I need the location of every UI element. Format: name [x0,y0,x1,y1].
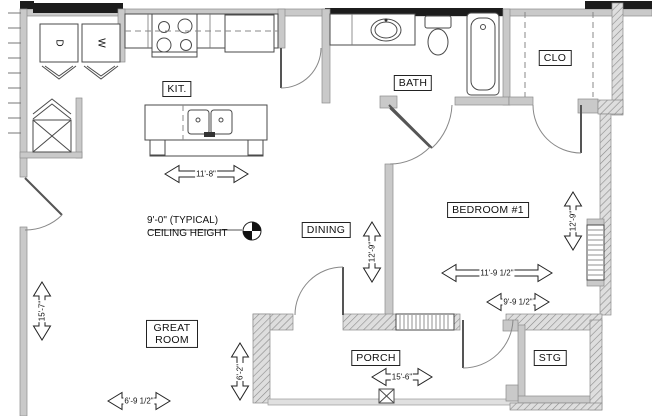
porch-label: PORCH [351,350,401,366]
closet-label: CLO [538,50,572,66]
bathtub [466,12,500,96]
exterior-stair-ticks [8,12,21,134]
kitchen-label: KIT. [162,81,192,97]
dim-dining-depth: 12'-9" [367,240,377,264]
closet-door [532,104,582,154]
dining-label: DINING [301,222,351,238]
bedroom-porch-door [462,319,514,369]
dim-bedroom-width-alt: 9'-9 1/2" [502,297,534,307]
dim-kitchen-island: 11'-8" [195,169,217,179]
ceiling-height-note: 9'-0" (TYPICAL) CEILING HEIGHT [147,214,228,240]
bedroom-label: BEDROOM #1 [447,202,529,218]
kitchen-island [144,104,268,157]
stove [151,13,198,58]
kitchen-sink [187,109,233,137]
dim-bedroom-depth: 12'-9" [568,209,578,233]
ceiling-height-line1: 9'-0" (TYPICAL) [147,215,219,226]
dim-bedroom-width: 11'-9 1/2" [479,268,515,278]
refrigerator [224,14,275,53]
ceiling-height-line2: CEILING HEIGHT [147,228,228,239]
hall-door [280,47,322,89]
bedroom-door [389,107,431,165]
great-room-porch-door [294,266,344,316]
ceiling-height-symbol [148,221,262,241]
porch-window [395,313,455,331]
bath-vanity [329,13,416,46]
dryer-label: D [53,39,65,47]
washer [81,23,121,80]
storage-label: STG [533,350,567,366]
washer-label: W [95,38,107,48]
walls [19,1,652,416]
bath-door [388,104,453,149]
dim-great-room-nook: 6'-2" [235,363,245,381]
dim-great-room-depth: 15'-7" [37,299,47,323]
dim-great-room-width: 6'-9 1/2" [123,396,155,406]
kitchen-counter [124,13,279,58]
dryer [39,23,79,80]
dim-porch-width: 15'-6" [390,372,414,382]
toilet [424,15,452,56]
great-room-label: GREAT ROOM [146,319,198,349]
closet-rod-lines [524,12,594,97]
mechanical-closet [32,98,72,153]
entry-door [24,177,63,231]
bedroom-window [586,218,605,287]
porch-post [378,388,395,404]
bath-label: BATH [393,75,433,91]
